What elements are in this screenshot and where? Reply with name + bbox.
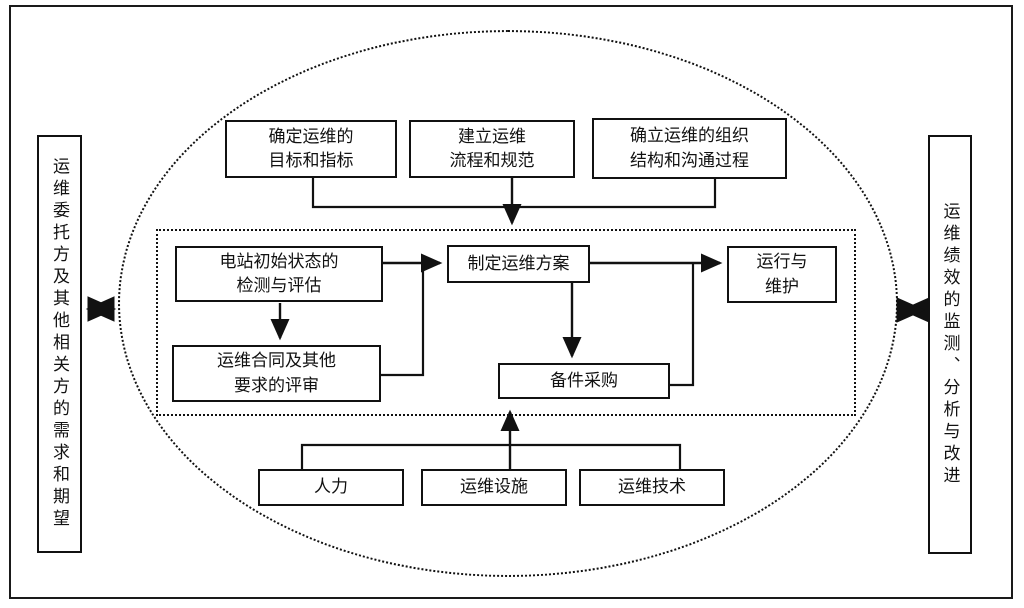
box-contract-review-label: 运维合同及其他 要求的评审 xyxy=(217,351,336,395)
panel-client-needs-label: 运维委托方及其他相关方的需求和期望 xyxy=(50,157,69,531)
box-human-resources: 人力 xyxy=(258,469,404,506)
box-spare-parts-label: 备件采购 xyxy=(550,370,618,390)
box-org-structure: 确立运维的组织 结构和沟通过程 xyxy=(592,118,787,179)
box-define-goals: 确定运维的 目标和指标 xyxy=(225,120,397,178)
box-org-structure-label: 确立运维的组织 结构和沟通过程 xyxy=(630,126,749,170)
box-define-goals-label: 确定运维的 目标和指标 xyxy=(268,126,354,170)
panel-client-needs: 运维委托方及其他相关方的需求和期望 xyxy=(37,135,82,553)
box-contract-review: 运维合同及其他 要求的评审 xyxy=(172,345,381,402)
box-om-plan-label: 制定运维方案 xyxy=(467,253,570,273)
outer-border xyxy=(9,5,1013,599)
box-establish-process-label: 建立运维 流程和规范 xyxy=(449,126,535,170)
panel-performance-monitoring-label: 运维绩效的监测、分析与改进 xyxy=(940,201,960,488)
box-initial-assessment-label: 电站初始状态的 检测与评估 xyxy=(219,251,339,295)
box-om-technology-label: 运维技术 xyxy=(618,477,686,497)
box-human-resources-label: 人力 xyxy=(314,477,348,497)
box-om-facilities-label: 运维设施 xyxy=(460,477,528,497)
box-om-plan: 制定运维方案 xyxy=(447,245,590,283)
box-om-facilities: 运维设施 xyxy=(421,469,567,506)
panel-performance-monitoring: 运维绩效的监测、分析与改进 xyxy=(928,135,972,554)
box-spare-parts: 备件采购 xyxy=(498,363,670,399)
box-operation-maintenance-label: 运行与 维护 xyxy=(756,252,808,296)
box-initial-assessment: 电站初始状态的 检测与评估 xyxy=(175,246,383,302)
box-establish-process: 建立运维 流程和规范 xyxy=(409,120,575,178)
box-operation-maintenance: 运行与 维护 xyxy=(727,246,837,303)
box-om-technology: 运维技术 xyxy=(579,469,725,506)
